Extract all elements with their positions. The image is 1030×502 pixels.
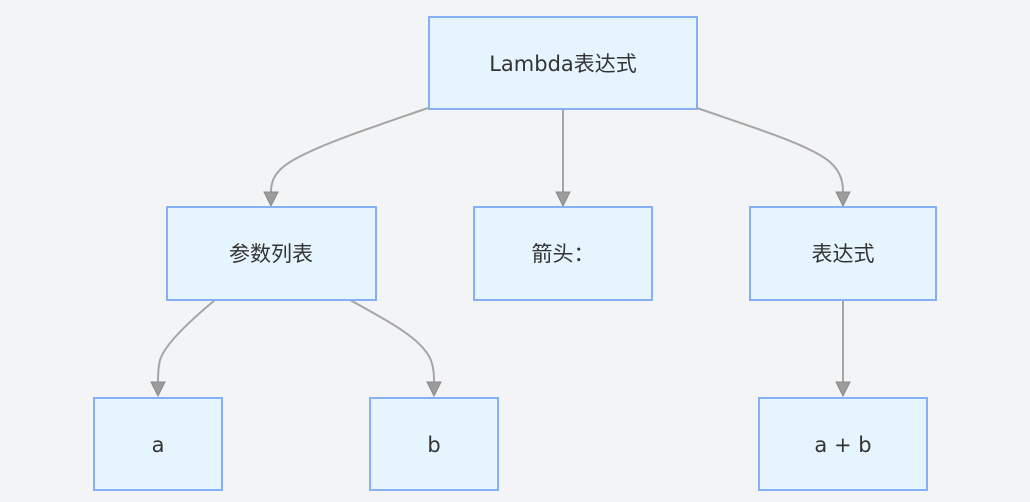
node-parameter-list: 参数列表 (166, 206, 377, 301)
arrowhead-root-expr (835, 191, 851, 208)
edge-params-b (349, 299, 435, 383)
arrowhead-expr-sum (835, 381, 851, 398)
node-a: a (93, 397, 223, 491)
node-label: a + b (814, 433, 871, 457)
node-b: b (369, 397, 499, 491)
arrowhead-root-arrow (555, 191, 571, 208)
edge-root-expr (696, 107, 844, 193)
node-label: 箭头： (532, 242, 595, 266)
edge-params-a (157, 299, 216, 383)
node-label: 参数列表 (229, 242, 313, 266)
edge-root-params (270, 107, 429, 193)
arrowhead-root-params (263, 191, 279, 208)
edges (150, 107, 851, 398)
arrowhead-params-a (150, 381, 166, 398)
node-label: b (427, 433, 440, 457)
node-label: Lambda表达式 (489, 52, 637, 76)
node-label: 表达式 (812, 242, 875, 266)
arrowhead-params-b (426, 381, 442, 398)
node-expression: 表达式 (749, 206, 937, 301)
node-arrow: 箭头： (473, 206, 653, 301)
node-label: a (152, 433, 165, 457)
node-lambda-expression: Lambda表达式 (428, 16, 698, 110)
node-a-plus-b: a + b (758, 397, 928, 491)
